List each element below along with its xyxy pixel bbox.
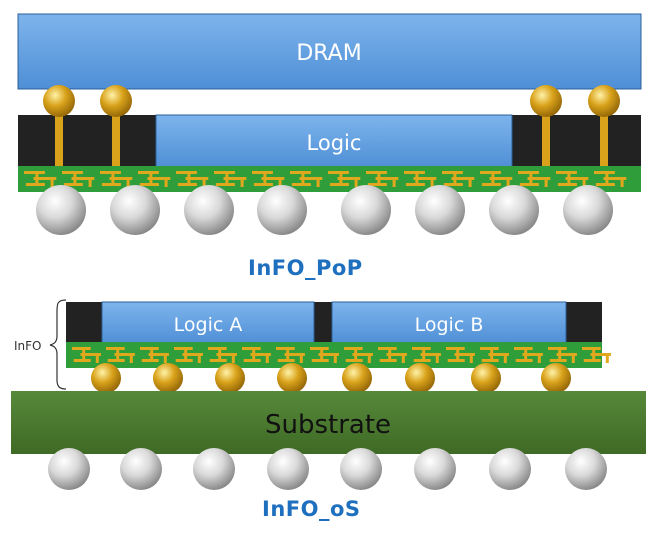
bga-ball [563, 185, 613, 235]
micro-bump [405, 363, 435, 393]
bga-ball [340, 448, 382, 490]
logic-a-label: Logic A [174, 314, 243, 336]
logic-b-die [331, 301, 567, 345]
bga-ball [565, 448, 607, 490]
micro-bump [153, 363, 183, 393]
dram-die [17, 13, 642, 90]
bga-ball [120, 448, 162, 490]
mold-compound-right [512, 115, 641, 168]
bga-ball [267, 448, 309, 490]
info-os-caption: InFO_oS [262, 497, 361, 521]
micro-bump [215, 363, 245, 393]
micro-bump [541, 363, 571, 393]
bga-balls-top [36, 185, 613, 235]
rdl-traces-top [24, 171, 627, 187]
info-pop-diagram: DRAM Logic [17, 13, 642, 235]
substrate-label: Substrate [265, 410, 391, 440]
bga-ball [48, 448, 90, 490]
substrate [11, 391, 646, 454]
info-label: InFO [14, 339, 42, 353]
bga-ball [414, 448, 456, 490]
logic-b-label: Logic B [415, 314, 484, 336]
mold-compound-mid [314, 302, 332, 344]
rdl-traces-bottom [72, 347, 611, 363]
bga-ball [489, 448, 531, 490]
micro-bump [91, 363, 121, 393]
mold-compound-left-2 [66, 302, 102, 344]
bga-ball [257, 185, 307, 235]
mold-compound-right-2 [566, 302, 602, 344]
bga-ball [341, 185, 391, 235]
mold-compound-left [18, 115, 156, 168]
micro-bumps [91, 363, 571, 393]
logic-label: Logic [307, 131, 362, 155]
info-pop-caption: InFO_PoP [248, 256, 363, 280]
bga-ball [36, 185, 86, 235]
through-info-vias [55, 105, 608, 177]
dram-label: DRAM [296, 41, 361, 66]
micro-bump [342, 363, 372, 393]
info-os-diagram: Logic A Logic B InFO Substrate [11, 299, 646, 490]
bga-ball [415, 185, 465, 235]
pop-solder-balls [43, 85, 620, 117]
bga-ball [193, 448, 235, 490]
micro-bump [277, 363, 307, 393]
bga-balls-bottom [48, 448, 607, 490]
bga-ball [110, 185, 160, 235]
micro-bump [471, 363, 501, 393]
info-bracket [49, 299, 67, 390]
bga-ball [489, 185, 539, 235]
bga-ball [184, 185, 234, 235]
